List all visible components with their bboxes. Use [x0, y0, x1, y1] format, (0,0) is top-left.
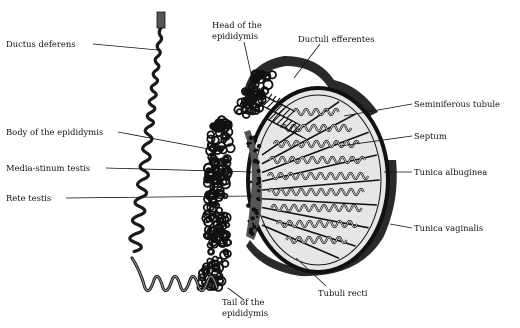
rete-testis-node [257, 144, 261, 148]
epididymis-coil [218, 279, 223, 284]
label-head-of-the: Head of the [212, 20, 262, 30]
rete-testis-node [246, 142, 250, 146]
label-septum: Septum [414, 131, 447, 141]
label-tail-of-the: Tail of the [222, 297, 265, 307]
label-epididymis-tail: epididymis [222, 308, 268, 318]
label-tunica-vaginalis: Tunica vaginalis [414, 223, 483, 233]
rete-testis-node [249, 228, 253, 232]
rete-testis-node [247, 220, 249, 222]
rete-testis-node [256, 197, 260, 201]
leader-ductus-deferens [93, 44, 158, 50]
rete-testis-node [247, 145, 249, 147]
label-seminiferous-tubule: Seminiferous tubule [414, 99, 500, 109]
leader-head-epididymis [244, 42, 252, 78]
label-rete-testis: Rete testis [6, 193, 51, 203]
rete-testis-node [258, 227, 260, 229]
rete-testis-node [246, 203, 250, 207]
label-ductus-deferens: Ductus deferens [6, 39, 76, 49]
epididymis-coil [207, 259, 212, 264]
rete-testis-node [256, 209, 259, 212]
ductus-deferens-cut-end [157, 12, 165, 28]
epididymis-coil [265, 75, 270, 80]
rete-testis-node [257, 169, 261, 173]
rete-testis-node [257, 180, 261, 184]
rete-testis-node [252, 225, 256, 229]
rete-testis-node [250, 142, 252, 144]
rete-testis-node [247, 171, 250, 174]
rete-testis-node [253, 135, 257, 139]
rete-testis-node [257, 189, 260, 192]
epididymis-coil [237, 109, 242, 114]
label-epididymis-head: epididymis [212, 31, 258, 41]
leader-body-epididymis [118, 132, 214, 150]
rete-testis-node [249, 136, 253, 140]
label-mediastinum-testis: Media-stinum testis [6, 163, 90, 173]
rete-testis-node [258, 177, 262, 181]
rete-testis-node [255, 211, 259, 215]
label-ductuli-efferentes: Ductuli efferentes [298, 34, 374, 44]
label-body-of-epididymis: Body of the epididymis [6, 127, 103, 137]
leader-tunica-vaginalis [390, 224, 412, 228]
rete-testis-node [250, 232, 254, 236]
rete-testis-node [259, 186, 261, 188]
rete-testis-node [255, 139, 258, 142]
rete-testis-node [256, 215, 259, 218]
rete-testis-node [247, 186, 250, 189]
label-tunica-albuginea: Tunica albuginea [414, 167, 487, 177]
rete-testis-node [251, 216, 255, 220]
rete-testis-node [252, 207, 257, 212]
rete-testis-node [256, 160, 260, 164]
rete-testis-node [253, 149, 257, 153]
epididymis-coil [208, 249, 214, 255]
label-tubuli-recti: Tubuli recti [318, 288, 368, 298]
rete-testis-node [250, 181, 253, 184]
